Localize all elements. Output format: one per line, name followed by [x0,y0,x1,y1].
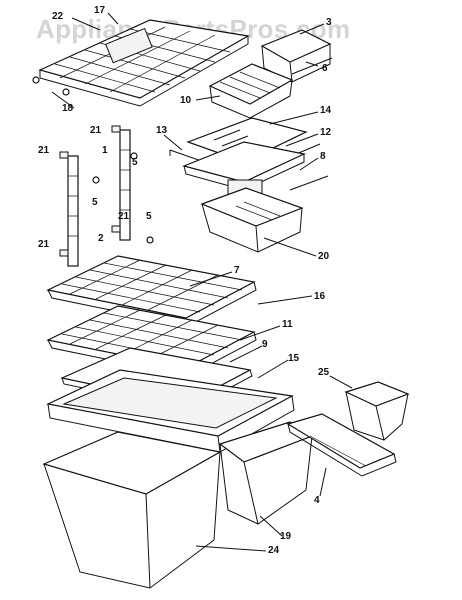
callout-21-bottom: 21 [38,239,50,250]
dairy-tray-assembly [208,29,333,119]
crisper-cover-frame [46,369,295,453]
top-wire-shelf [32,19,250,107]
callout-21-mid: 21 [118,211,130,222]
callout-8: 8 [320,151,326,162]
crisper-drawers [42,421,314,589]
leader-lines [51,12,353,552]
wire-shelf-upper [46,255,257,327]
callout-6: 6 [322,63,328,74]
callout-16: 16 [314,291,326,302]
shelf-supports [59,125,154,267]
callout-2: 2 [98,233,104,244]
callout-15: 15 [288,353,300,364]
glass-shelf-assembly [169,117,329,195]
callout-5-upper: 5 [132,157,138,168]
callout-4: 4 [314,495,320,506]
deli-drawer [200,187,304,253]
callout-3: 3 [326,17,332,28]
callout-7: 7 [234,265,240,276]
callout-20: 20 [318,251,330,262]
callout-17: 17 [94,5,106,16]
callout-19: 19 [280,531,292,542]
callout-5-lower: 5 [146,211,152,222]
callout-21-left: 21 [38,145,50,156]
callout-25: 25 [318,367,330,378]
callout-14: 14 [320,105,332,116]
callout-21-top: 21 [90,125,102,136]
callout-18: 18 [62,103,74,114]
callout-13: 13 [156,125,168,136]
utility-bin [344,381,410,441]
callout-12: 12 [320,127,332,138]
control-cover [286,413,397,477]
callout-11: 11 [282,319,293,330]
callout-22: 22 [52,11,64,22]
callout-10: 10 [180,95,192,106]
callout-5-mid: 5 [92,197,98,208]
callout-9: 9 [262,339,268,350]
callout-24: 24 [268,545,280,556]
callout-1: 1 [102,145,108,156]
